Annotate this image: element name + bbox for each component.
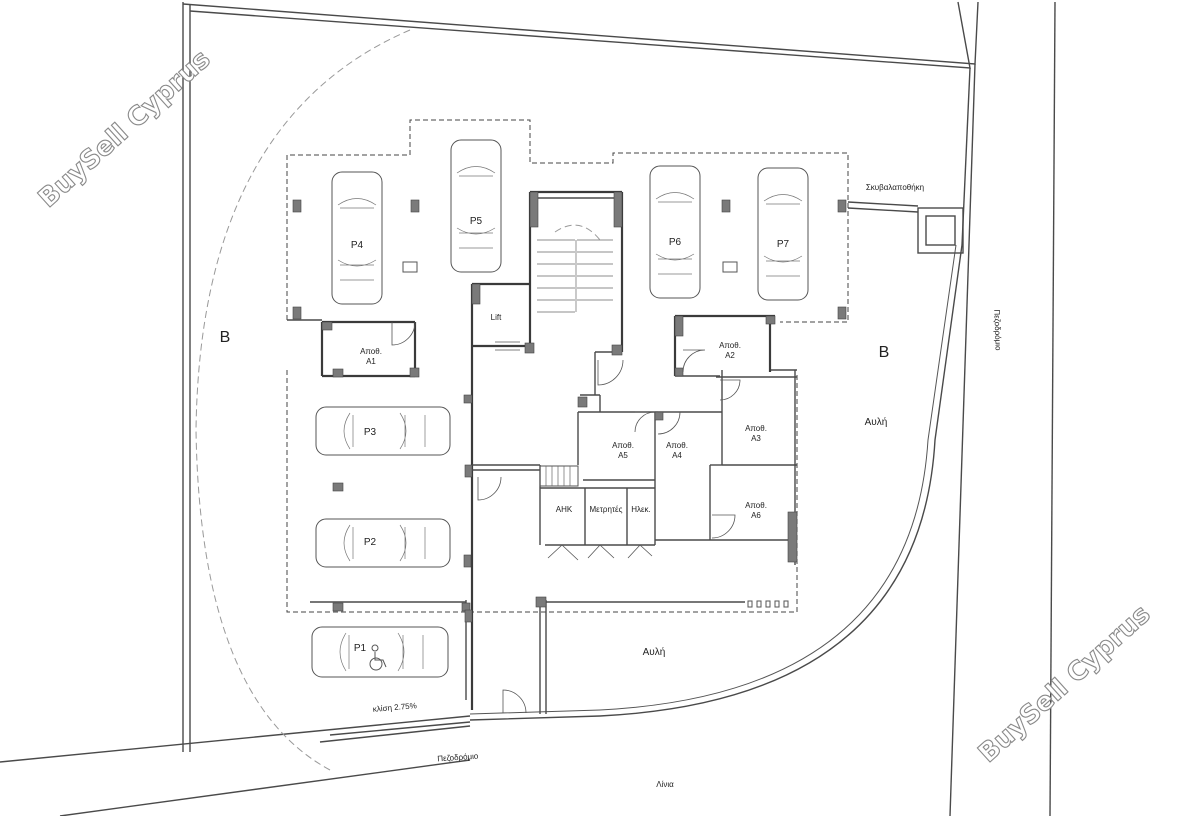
- floor-markers: [402, 261, 789, 608]
- parking-label-p7: P7: [777, 239, 790, 250]
- car-vertical-p6: [649, 165, 701, 299]
- sidewalk-right-label: Πεζοδρόμιο: [992, 309, 1002, 351]
- courtyard-right-label: Αυλή: [865, 416, 888, 428]
- storage-a2-code: A2: [725, 351, 735, 360]
- sidewalk-bottom-label: Πεζοδρόμιο: [437, 752, 479, 764]
- lift-label: Lift: [491, 313, 502, 322]
- street-lines: [0, 715, 471, 816]
- car-horizontal-p2: [315, 518, 451, 568]
- columns: [292, 191, 847, 623]
- car-horizontal-p1: [311, 626, 449, 678]
- storage-a1-title: Αποθ.: [360, 347, 382, 356]
- building-outline: [286, 119, 849, 613]
- storage-a3-code: A3: [751, 434, 761, 443]
- watermark-bottom-right: BuySell Cyprus: [973, 599, 1157, 768]
- slope-label: κλίση 2.75%: [372, 701, 417, 714]
- parking-label-p5: P5: [470, 216, 483, 227]
- parking-label-p2: P2: [364, 537, 377, 548]
- storage-a5-title: Αποθ.: [612, 441, 634, 450]
- storage-a1-code: A1: [366, 357, 376, 366]
- parking-label-p6: P6: [669, 237, 682, 248]
- storage-a5-code: A5: [618, 451, 628, 460]
- storage-a6-code: A6: [751, 511, 761, 520]
- ahk-room-label: ΑΗΚ: [556, 505, 573, 514]
- car-horizontal-p3: [315, 406, 451, 456]
- storage-a4-code: A4: [672, 451, 682, 460]
- entry-steps: [539, 465, 579, 487]
- storage-a6-title: Αποθ.: [745, 501, 767, 510]
- doors: [391, 321, 741, 714]
- meters-room-label: Μετρητές: [590, 505, 623, 514]
- parking-label-p1: P1: [354, 643, 367, 654]
- car-vertical-p5: [450, 139, 502, 273]
- wheelchair-icon: [369, 644, 387, 671]
- zone-b-left: B: [220, 329, 231, 346]
- elec-room-label: Ηλεκ.: [631, 505, 651, 514]
- garbage-room-label: Σκυβαλαποθήκη: [866, 183, 924, 192]
- storage-a3-title: Αποθ.: [745, 424, 767, 433]
- storage-a4-title: Αποθ.: [666, 441, 688, 450]
- parking-label-p3: P3: [364, 427, 377, 438]
- watermark-top-left: BuySell Cyprus: [33, 44, 217, 213]
- courtyard-curve: [195, 29, 963, 771]
- car-vertical-p7: [757, 167, 809, 301]
- storage-a2-title: Αποθ.: [719, 341, 741, 350]
- car-vertical-p4: [331, 171, 383, 305]
- courtyard-bottom-label: Αυλή: [643, 646, 666, 658]
- zone-b-right: B: [879, 344, 890, 361]
- plot-boundary: [182, 1, 1056, 816]
- parking-label-p4: P4: [351, 240, 364, 251]
- staircase: [537, 224, 613, 487]
- street-label: Λίνια: [656, 780, 674, 789]
